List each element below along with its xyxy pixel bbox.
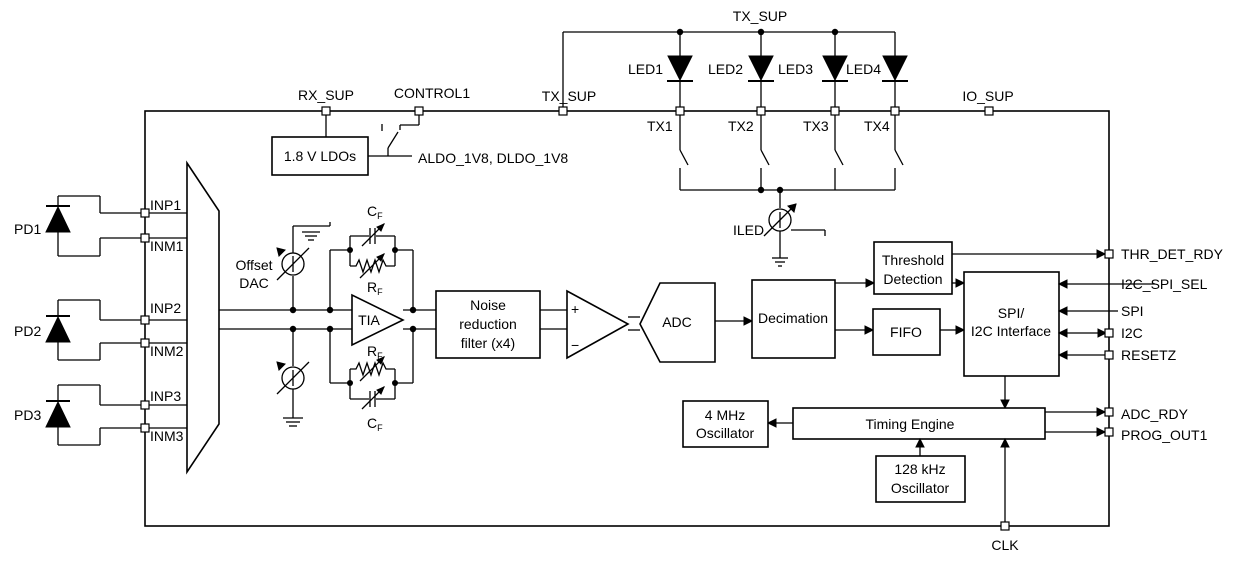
control1-label: CONTROL1 (394, 85, 470, 101)
clk-label: CLK (991, 537, 1019, 553)
rx-sup-label: RX_SUP (298, 87, 354, 103)
threshold-detection-block (873, 241, 953, 295)
led2-label: LED2 (708, 61, 743, 77)
opamp-minus: − (571, 337, 579, 353)
inm3-label: INM3 (150, 428, 184, 444)
tx-sup-pin (558, 106, 568, 116)
pd3-icon (45, 384, 141, 446)
adc-label: ADC (662, 314, 692, 330)
feedback-bottom-network (329, 329, 414, 410)
offset-dac-label-2: DAC (239, 275, 269, 291)
resetz-label: RESETZ (1121, 347, 1177, 363)
threshold-label-1: Threshold (882, 252, 944, 268)
input-pins (140, 208, 187, 433)
noise-filter-block (435, 290, 541, 359)
spi-i2c-interface-block (963, 271, 1060, 377)
prog-out1-label: PROG_OUT1 (1121, 427, 1208, 443)
ldo-block (271, 136, 369, 176)
tx2-pin (756, 106, 766, 116)
tx3-label: TX3 (803, 118, 829, 134)
pd3-label: PD3 (14, 407, 41, 423)
clk-pin (1000, 521, 1010, 531)
led4-label: LED4 (846, 61, 881, 77)
ldo-switch-icon (387, 131, 399, 149)
thr-det-rdy-label: THR_DET_RDY (1121, 246, 1224, 262)
inp1-label: INP1 (150, 197, 181, 213)
pd2-icon (45, 299, 141, 361)
ldo-label: 1.8 V LDOs (284, 148, 356, 164)
photodiode-section: PD1 PD2 PD3 (14, 195, 141, 446)
tx4-pin (890, 106, 900, 116)
osc-4mhz-block (682, 400, 769, 448)
osc-128khz-block (875, 455, 966, 503)
tx4-label: TX4 (864, 118, 890, 134)
adc-rdy-label: ADC_RDY (1121, 406, 1189, 422)
osc128-label-1: 128 kHz (894, 461, 945, 477)
noise-filter-label-3: filter (x4) (461, 335, 515, 351)
io-sup-pin (984, 106, 994, 116)
offset-dac-bottom-icon (276, 329, 310, 427)
tx3-pin (830, 106, 840, 116)
buffer-opamp (566, 289, 630, 360)
input-mux (186, 160, 220, 475)
decimation-block (751, 279, 836, 359)
i2c-spi-sel-label: I2C_SPI_SEL (1121, 276, 1208, 292)
opamp-plus: + (571, 301, 579, 317)
osc4-label-1: 4 MHz (705, 407, 745, 423)
tx-sup-top-label: TX_SUP (733, 8, 787, 24)
interface-label-1: SPI/ (998, 305, 1025, 321)
inp2-label: INP2 (150, 300, 181, 316)
ldo-outputs-label: ALDO_1V8, DLDO_1V8 (418, 150, 568, 166)
inp3-label: INP3 (150, 388, 181, 404)
osc128-label-2: Oscillator (891, 480, 950, 496)
io-sup-label: IO_SUP (962, 88, 1013, 104)
offset-dac-top-icon (276, 222, 331, 310)
tx1-pin (675, 106, 685, 116)
threshold-label-2: Detection (883, 271, 942, 287)
osc4-label-2: Oscillator (696, 425, 755, 441)
iled-label: ILED (733, 222, 764, 238)
fifo-label: FIFO (890, 324, 922, 340)
rf-bottom-label: RF (367, 343, 383, 361)
tia-label: TIA (358, 312, 380, 328)
cf-top-label: CF (367, 203, 383, 221)
interface-label-2: I2C Interface (971, 323, 1051, 339)
offset-dac-label-1: Offset (235, 257, 272, 273)
spi-label: SPI (1121, 303, 1144, 319)
pd1-icon (45, 195, 141, 257)
noise-filter-label-1: Noise (470, 297, 506, 313)
tx-sup-label: TX_SUP (542, 88, 596, 104)
control1-pin (414, 106, 424, 116)
timing-engine-label: Timing Engine (866, 416, 955, 432)
i2c-label: I2C (1121, 325, 1143, 341)
tx-switches (679, 149, 904, 194)
iled-current-source-icon (763, 190, 826, 267)
fifo-block (872, 308, 941, 356)
led1-label: LED1 (628, 61, 663, 77)
tia-amplifier (351, 293, 405, 347)
inm2-label: INM2 (150, 343, 184, 359)
pd2-label: PD2 (14, 323, 41, 339)
noise-filter-label-2: reduction (459, 316, 517, 332)
ldo-section: 1.8 V LDOs ALDO_1V8, DLDO_1V8 (271, 115, 568, 176)
inm1-label: INM1 (150, 238, 184, 254)
adc-block (639, 282, 716, 363)
tx1-label: TX1 (647, 118, 673, 134)
tx2-label: TX2 (728, 118, 754, 134)
right-pins (1104, 249, 1155, 437)
cf-bottom-label: CF (367, 415, 383, 433)
rx-sup-pin (321, 106, 331, 116)
led-driver-section: TX_SUP LED1 LED2 LED3 (562, 8, 908, 267)
led3-label: LED3 (778, 61, 813, 77)
decimation-label: Decimation (758, 310, 828, 326)
rf-top-label: RF (367, 279, 383, 297)
pd1-label: PD1 (14, 221, 41, 237)
feedback-top-network (329, 223, 414, 310)
